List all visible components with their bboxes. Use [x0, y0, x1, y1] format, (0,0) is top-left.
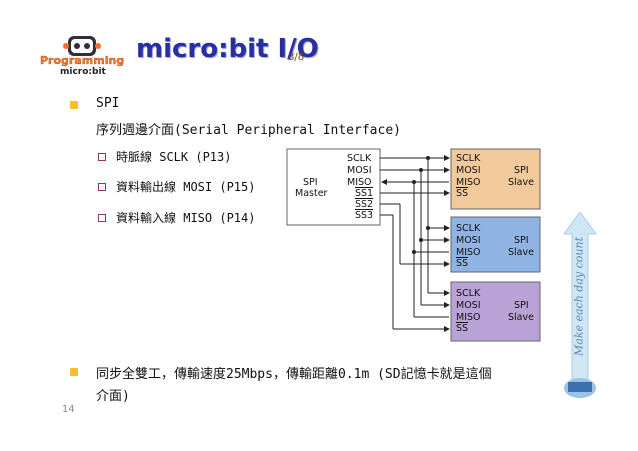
bullet-spi: SPI [96, 96, 120, 111]
slave3-pin-sclk: SCLK [456, 288, 481, 299]
slave1-pin-sclk: SCLK [456, 153, 481, 164]
sub-bullet-marker [98, 153, 106, 161]
slide-title: micro:bit I/O [136, 34, 319, 64]
bullet-marker [70, 368, 78, 376]
slave2-pin-mosi: MOSI [456, 235, 481, 246]
slave-2-box [450, 216, 541, 273]
bullet-spi-description: 序列週邊介面(Serial Peripheral Interface) [96, 119, 401, 138]
master-pin-ss3: SS3 [355, 210, 374, 221]
master-name-line2: Master [295, 188, 328, 199]
slave2-name-line2: Slave [508, 247, 534, 258]
logo-top-text: Programming [40, 54, 125, 67]
slave-3-box [450, 281, 541, 342]
robot-logo-icon [63, 36, 101, 56]
slave1-name-line1: SPI [514, 165, 529, 176]
slave1-name-line2: Slave [508, 177, 534, 188]
programming-microbit-logo: Programming micro:bit [40, 34, 124, 78]
master-pin-sclk: SCLK [347, 153, 372, 164]
spi-wiring-lines [286, 148, 541, 342]
spi-bus-diagram: SCLK MOSI MISO SS1 SS2 SS3 SPI Master SC… [283, 148, 543, 344]
master-name-line1: SPI [303, 177, 318, 188]
banner-text: Make each day count [572, 237, 586, 356]
slave1-pin-miso: MISO [456, 177, 481, 188]
slave1-pin-ss: SS [456, 188, 469, 199]
slave2-pin-ss: SS [456, 258, 469, 269]
slave2-pin-miso: MISO [456, 247, 481, 258]
bullet-marker [70, 101, 78, 109]
spi-description-text: 序列週邊介面(Serial Peripheral Interface) [96, 123, 401, 138]
slave2-name-line1: SPI [514, 235, 529, 246]
slave-1-box [450, 148, 541, 210]
bottom-bullet-line1: 同步全雙工，傳輸速度25Mbps，傳輸距離0.1m (SD記憶卡就是這個 [96, 367, 492, 382]
master-pin-ss1: SS1 [355, 188, 374, 199]
sub-bullet-marker [98, 214, 106, 222]
slave1-pin-mosi: MOSI [456, 165, 481, 176]
slave3-pin-miso: MISO [456, 312, 481, 323]
slave3-name-line2: Slave [508, 312, 534, 323]
sub-item-sclk: 時脈線 SCLK (P13) [116, 150, 232, 164]
arrow-banner-icon [563, 212, 597, 398]
master-box [286, 148, 381, 226]
slave3-name-line1: SPI [514, 300, 529, 311]
sub-bullet-marker [98, 183, 106, 191]
sub-item-miso: 資料輸入線 MISO (P14) [116, 211, 256, 225]
bottom-bullet-line2: 介面) [96, 389, 130, 404]
master-pin-miso: MISO [347, 177, 372, 188]
slave3-pin-mosi: MOSI [456, 300, 481, 311]
slide-number: 14 [62, 404, 75, 415]
master-pin-ss2: SS2 [355, 199, 374, 210]
sub-item-mosi: 資料輸出線 MOSI (P15) [116, 180, 256, 194]
page-indicator: 8/8 [288, 52, 305, 63]
slave3-pin-ss: SS [456, 323, 469, 334]
slave2-pin-sclk: SCLK [456, 223, 481, 234]
logo-bottom-text: micro:bit [60, 67, 106, 77]
decorative-banner: Make each day count [560, 212, 600, 402]
master-pin-mosi: MOSI [347, 165, 372, 176]
